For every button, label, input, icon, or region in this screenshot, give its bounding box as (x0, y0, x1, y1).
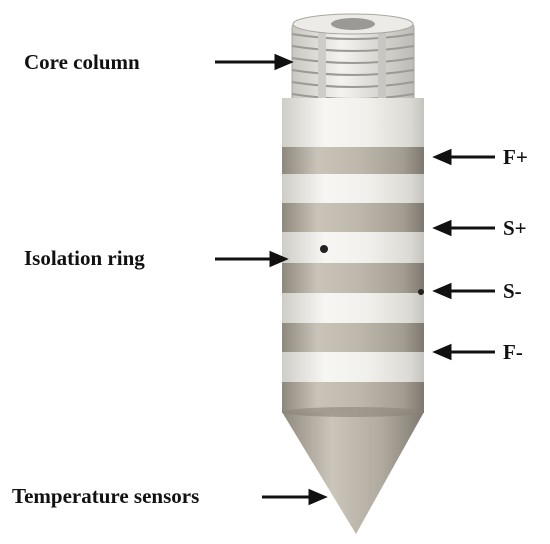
electrode-f-minus (282, 323, 424, 352)
label-f-minus: F- (503, 340, 523, 364)
label-temperature-sensors: Temperature sensors (12, 484, 200, 508)
arrow-f-minus (432, 343, 452, 361)
cone-tip (282, 412, 424, 534)
probe-body (282, 116, 424, 413)
isolation-band (282, 174, 424, 203)
sensor-hole-lower (418, 289, 424, 295)
arrow-s-plus (432, 219, 452, 237)
isolation-band (282, 116, 424, 147)
arrow-temperature-sensors (308, 488, 328, 506)
electrode-s-plus (282, 203, 424, 232)
label-s-plus: S+ (503, 216, 527, 240)
core-column-thread (291, 13, 415, 111)
isolation-band (282, 352, 424, 382)
label-isolation-ring: Isolation ring (24, 246, 145, 270)
arrow-f-plus (432, 148, 452, 166)
isolation-band (282, 293, 424, 323)
annotation-arrows (215, 53, 495, 506)
electrode-f-plus (282, 147, 424, 174)
sensor-hole-upper (320, 245, 328, 253)
label-s-minus: S- (503, 279, 522, 303)
label-f-plus: F+ (503, 145, 528, 169)
isolation-band (282, 232, 424, 263)
arrow-isolation-ring (269, 250, 289, 268)
arrow-s-minus (432, 282, 452, 300)
electrode-s-minus (282, 263, 424, 293)
arrow-core-column (274, 53, 294, 71)
label-core-column: Core column (24, 50, 140, 74)
collar (282, 98, 424, 116)
